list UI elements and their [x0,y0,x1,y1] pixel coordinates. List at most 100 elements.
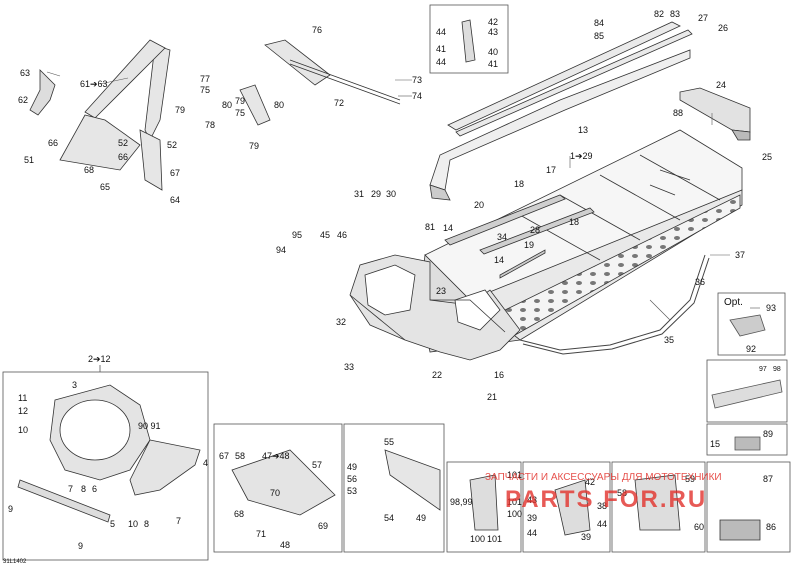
callout-9b: 9 [78,541,83,551]
box-53-56 [343,423,445,553]
callout-29: 29 [371,189,381,199]
callout-101b: 101 [507,497,522,507]
callout-10a: 10 [18,425,28,435]
callout-71: 71 [256,529,266,539]
callout-75a: 75 [200,85,210,95]
option-boxes [706,292,788,456]
watermark: ЗАПЧАСТИ И АКСЕССУАРЫ ДЛЯ МОТОТЕХНИКИ PA… [485,472,722,513]
range-label-front: 2➔12 [88,354,111,364]
callout-36: 36 [695,277,705,287]
callout-59: 59 [685,474,695,484]
callout-78: 78 [205,120,215,130]
box-47-48 [213,423,343,553]
callout-21: 21 [487,392,497,402]
callout-66a: 66 [48,138,58,148]
callout-38: 38 [597,501,607,511]
callout-24: 24 [716,80,726,90]
callout-43b: 43 [527,495,537,505]
steering-support [29,39,171,191]
range-label-47: 47➔48 [262,451,290,461]
callout-85: 85 [594,31,604,41]
callout-49b: 49 [416,513,426,523]
callout-14b: 14 [494,255,504,265]
callout-98-99: 98,99 [450,497,473,507]
callout-18a: 18 [514,179,524,189]
rear-bumper [679,87,751,141]
callout-44d: 44 [527,528,537,538]
callout-44b: 44 [436,57,446,67]
callout-54: 54 [384,513,394,523]
callout-16: 16 [494,370,504,380]
callout-8a: 8 [81,484,86,494]
callout-10b: 10 [128,519,138,529]
callout-34: 34 [497,232,507,242]
callout-52a: 52 [118,138,128,148]
cross-member [444,194,595,255]
callout-60: 60 [694,522,704,532]
callout-76: 76 [312,25,322,35]
callout-12: 12 [18,406,28,416]
callout-45: 45 [320,230,330,240]
callout-35: 35 [664,335,674,345]
callout-79a: 79 [175,105,185,115]
callout-98: 98 [773,366,781,373]
callout-40: 40 [488,47,498,57]
callout-7b: 7 [176,516,181,526]
clip-box [429,4,509,74]
callout-79c: 79 [249,141,259,151]
callout-51: 51 [24,155,34,165]
main-chassis [349,129,743,361]
callout-94: 94 [276,245,286,255]
callout-100b: 100 [470,534,485,544]
callout-73: 73 [412,75,422,85]
callout-17: 17 [546,165,556,175]
callout-67b: 67 [219,451,229,461]
callout-52b: 52 [167,140,177,150]
callout-87: 87 [763,474,773,484]
callout-55: 55 [384,437,394,447]
option-label: Opt. [724,297,743,308]
callout-14a: 14 [443,223,453,233]
callout-39a: 39 [527,513,537,523]
callout-68b: 68 [234,509,244,519]
callout-28: 28 [530,225,540,235]
watermark-line2: PARTS FOR.RU [505,486,707,513]
callout-62: 62 [18,95,28,105]
tunnel-cover [429,49,691,201]
front-frame-box [2,365,209,561]
callout-15: 15 [710,439,720,449]
callout-69: 69 [318,521,328,531]
callout-82: 82 [654,9,664,19]
callout-90-91: 90 91 [138,421,161,431]
callout-19: 19 [524,240,534,250]
callout-42b: 42 [585,477,595,487]
callout-46: 46 [337,230,347,240]
callout-27: 27 [698,13,708,23]
callout-97: 97 [759,366,767,373]
callout-72: 72 [334,98,344,108]
callout-3: 3 [72,380,77,390]
callout-61-63: 61➔63 [80,79,108,89]
callout-49a: 49 [347,462,357,472]
callout-53: 53 [347,486,357,496]
callout-43: 43 [488,27,498,37]
callout-67a: 67 [170,168,180,178]
callout-57: 57 [312,460,322,470]
callout-86: 86 [766,522,776,532]
callout-48: 48 [280,540,290,550]
callout-74: 74 [412,91,422,101]
callout-23: 23 [436,286,446,296]
callout-8b: 8 [144,519,149,529]
callout-33: 33 [344,362,354,372]
callout-95: 95 [292,230,302,240]
callout-31: 31 [354,189,364,199]
callout-5: 5 [110,519,115,529]
callout-7a: 7 [68,484,73,494]
callout-25: 25 [762,152,772,162]
callout-6: 6 [92,484,97,494]
callout-39b: 39 [581,532,591,542]
callout-66b: 66 [118,152,128,162]
range-label-main: 1➔29 [570,151,593,161]
